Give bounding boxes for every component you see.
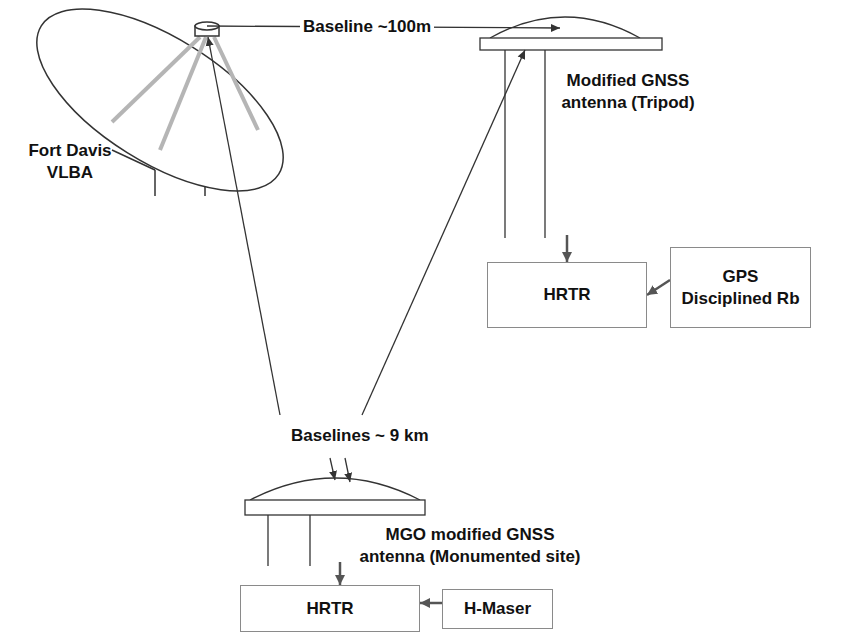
gnss-antenna: MGO modified GNSS antenna (Monumented si… — [240, 474, 590, 562]
receiver-box: HRTR — [240, 585, 420, 632]
box-label: GPS Disciplined Rb — [671, 266, 810, 310]
baseline-label: Baselines ~ 9 km — [288, 425, 432, 447]
vlba-dish — [8, 0, 311, 227]
edge-label: Baseline ~100m — [300, 16, 434, 38]
clock-box: H-Maser — [442, 589, 553, 629]
connector-line — [339, 562, 342, 585]
box-label: HRTR — [300, 598, 359, 620]
signal-arrow — [340, 562, 341, 585]
gnss-antenna: Modified GNSS antenna (Tripod) — [478, 4, 710, 239]
connector-line — [647, 280, 670, 295]
connector-line — [362, 50, 525, 415]
connector-line — [345, 458, 350, 482]
baseline-arrow — [208, 37, 335, 480]
antenna-label: MGO modified GNSS antenna (Monumented si… — [352, 524, 588, 568]
antenna-label: Modified GNSS antenna (Tripod) — [550, 70, 706, 114]
box-label: H-Maser — [458, 598, 537, 620]
box-label: HRTR — [537, 284, 596, 306]
radio-telescope: Fort Davis VLBA — [15, 5, 300, 200]
clock-box: GPS Disciplined Rb — [670, 247, 811, 328]
connector-line — [208, 37, 280, 415]
connector-line — [420, 602, 442, 605]
antenna-label: Fort Davis VLBA — [18, 140, 122, 184]
signal-arrow — [647, 280, 670, 295]
receiver-box: HRTR — [487, 262, 647, 328]
tripod-gnss-antenna — [480, 17, 662, 238]
connector-line — [566, 235, 569, 262]
connector-line — [330, 458, 335, 480]
signal-arrow — [567, 235, 568, 262]
signal-arrow — [420, 603, 442, 604]
